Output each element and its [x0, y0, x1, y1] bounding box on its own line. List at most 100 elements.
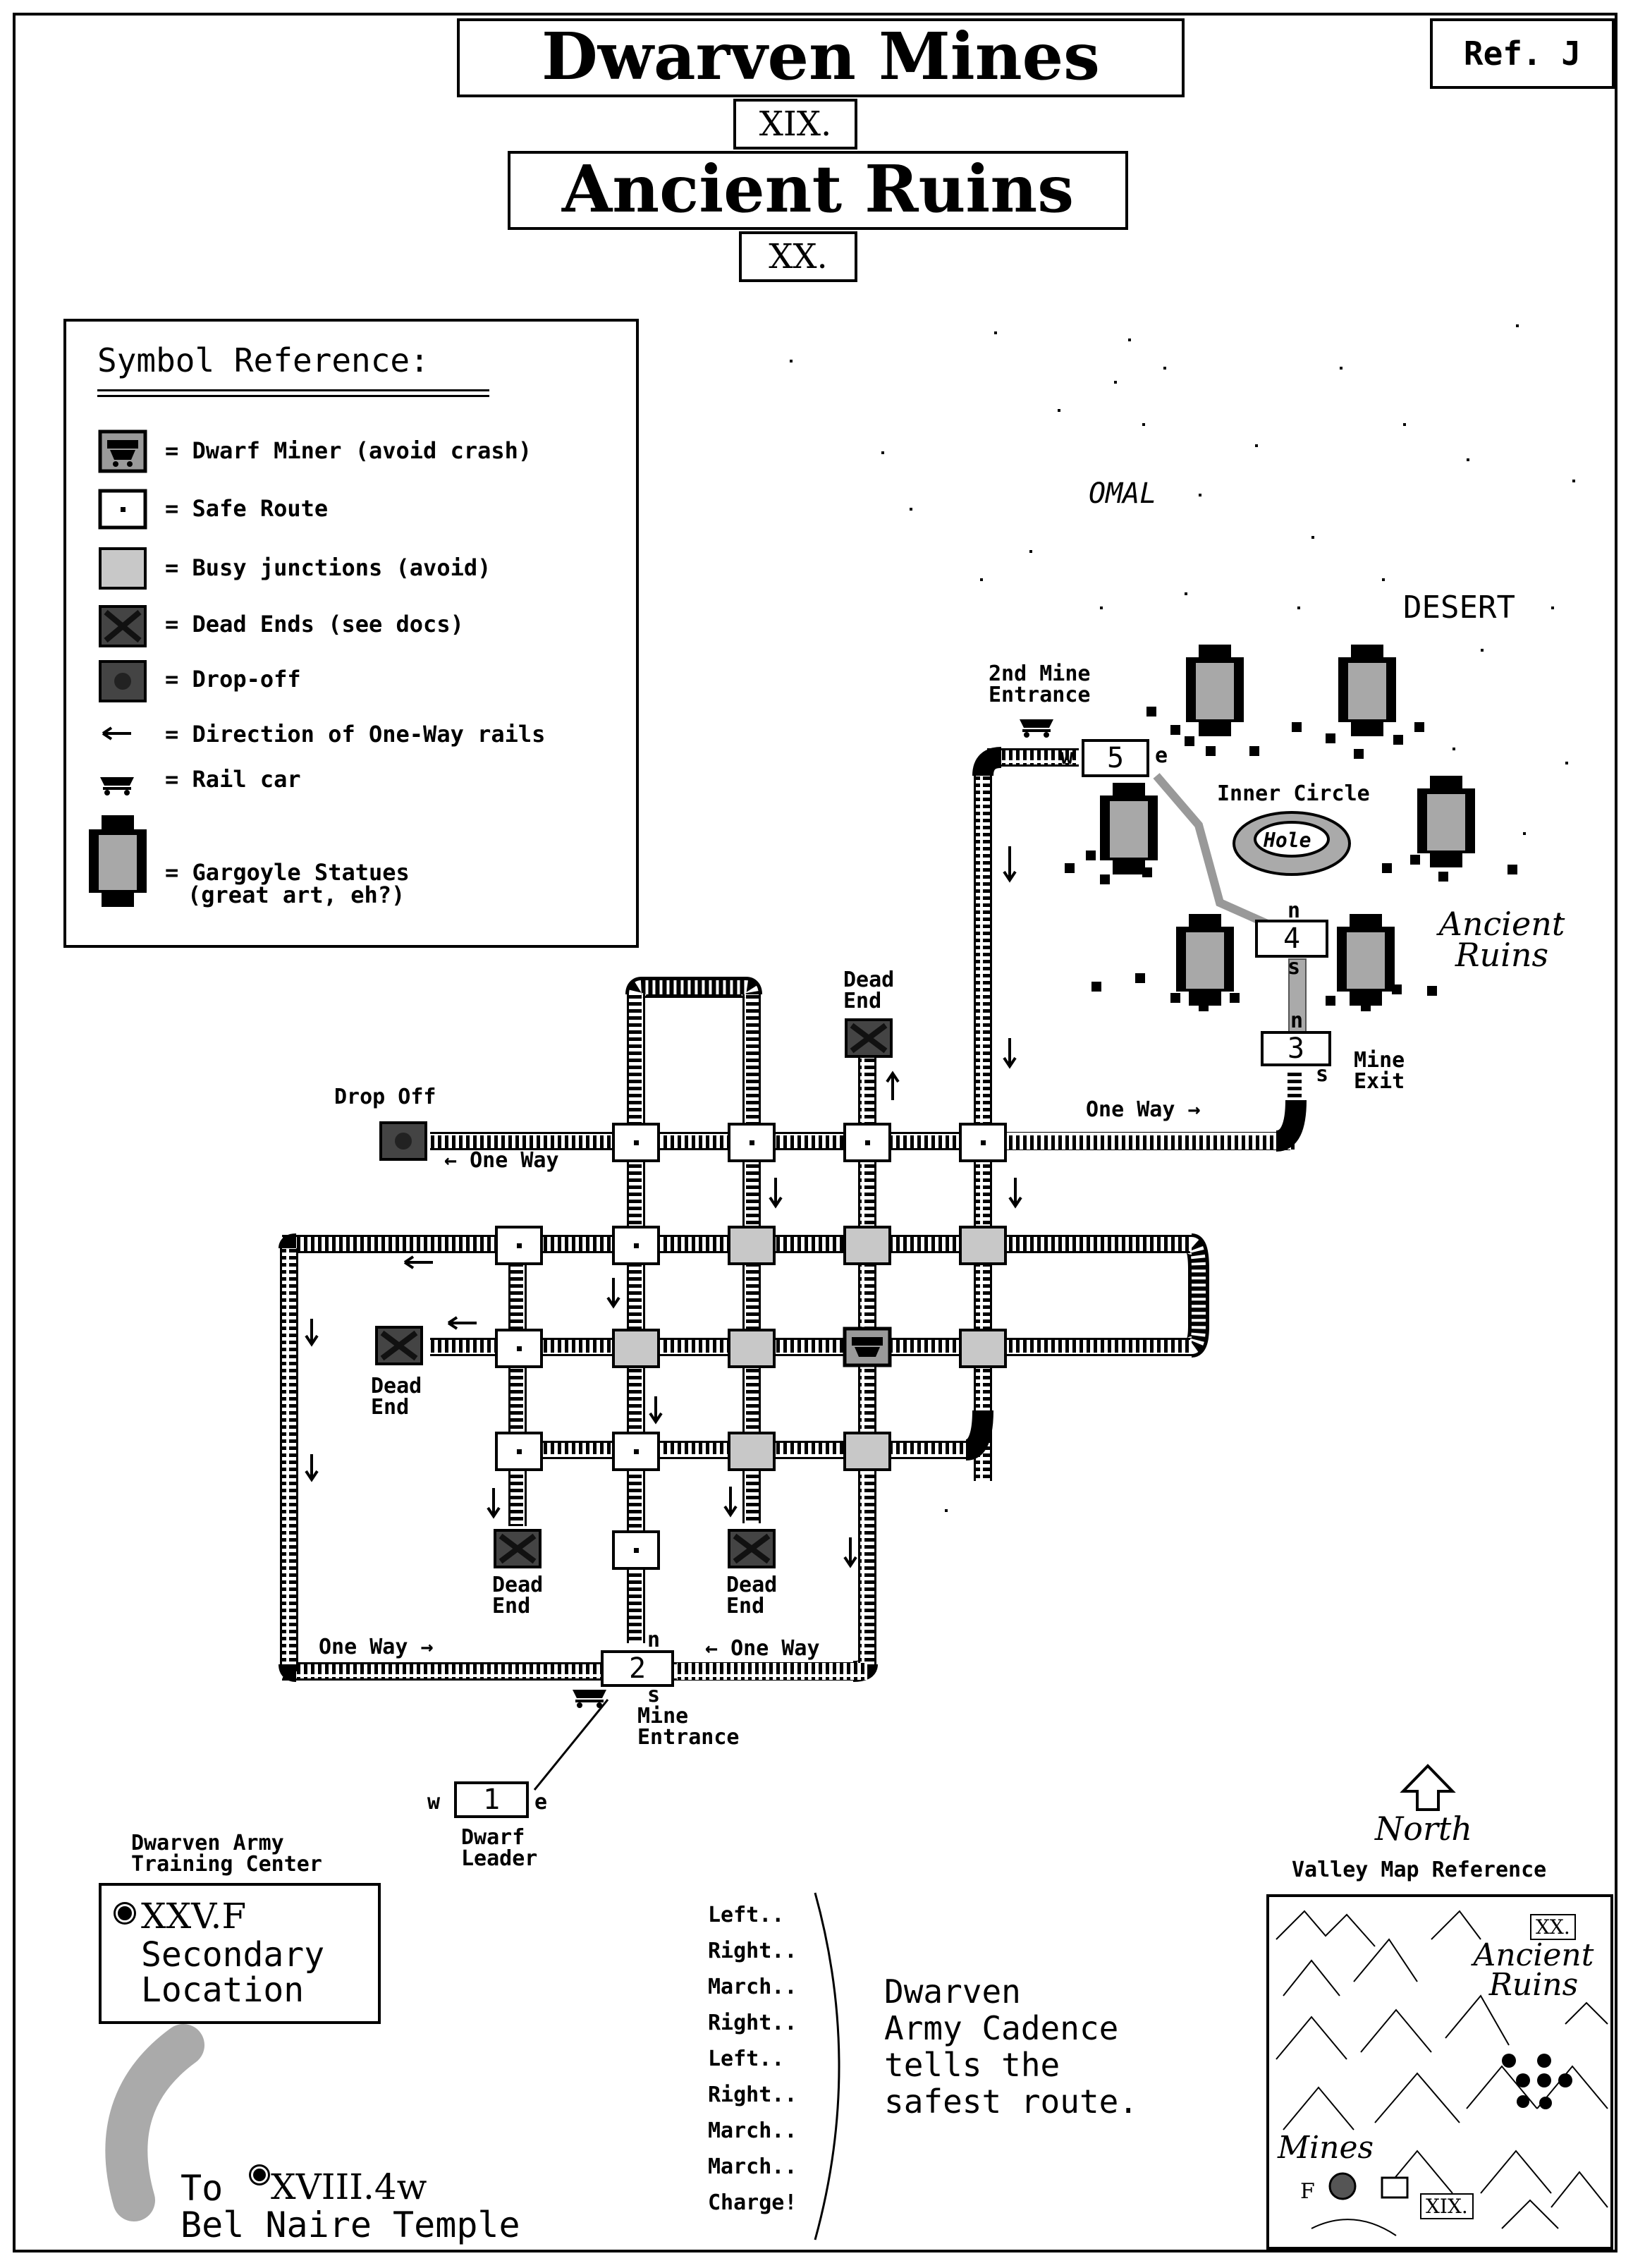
station-4: 4 [1255, 920, 1328, 958]
busy-junction [728, 1226, 776, 1265]
cadence-step: Right.. [708, 2011, 797, 2035]
title-box-ruins [508, 151, 1128, 230]
temple-marker-icon [251, 2166, 268, 2183]
dir-e-5: e [1155, 743, 1168, 768]
secondary-line3: Location [141, 1970, 305, 2010]
valley-mountains [1276, 1910, 1608, 2236]
dwarf-miner-icon [98, 429, 147, 473]
junction-dot [634, 1140, 639, 1145]
rail-car-icon [573, 1690, 606, 1708]
valley-heading: Valley Map Reference [1292, 1858, 1547, 1882]
place-ancient-ruins: Ancient Ruins [1438, 905, 1565, 974]
drop-off-icon [379, 1121, 427, 1161]
label-dead-end-left-1: Dead [371, 1374, 422, 1398]
one-way-arrows [305, 846, 1022, 1568]
label-2nd-mine-1: 2nd Mine [989, 662, 1091, 686]
valley-xx-box: XX. [1530, 1914, 1576, 1940]
secondary-line2: Secondary [141, 1935, 325, 1975]
location-marker-icon [116, 1904, 134, 1922]
title-ruins: Ancient Ruins [561, 151, 1075, 227]
label-2nd-mine-2: Entrance [989, 683, 1091, 707]
one-way-arrow-icon [102, 726, 131, 740]
ref-label: Ref. J [1463, 35, 1582, 73]
safe-route-junction [495, 1329, 543, 1368]
station-3: 3 [1261, 1031, 1331, 1066]
label-dead-end-b1-2: End [492, 1594, 531, 1618]
label-mine-exit-1: Mine [1354, 1048, 1405, 1073]
legend-text-oneway: = Direction of One-Way rails [165, 721, 546, 748]
label-mine-entrance-1: Mine [637, 1704, 689, 1729]
place-hole: Hole [1264, 829, 1311, 852]
desert-stipple [790, 324, 1575, 1512]
dir-w-1: w [427, 1790, 441, 1815]
legend-text-gargoyle-2: (great art, eh?) [188, 882, 405, 908]
legend-text-drop: = Drop-off [165, 666, 301, 693]
dir-n-2: n [647, 1628, 661, 1652]
valley-ruins: Ancient Ruins [1473, 1937, 1594, 2003]
legend-heading: Symbol Reference: [97, 341, 429, 379]
legend-text-gargoyle: = Gargoyle Statues [165, 859, 410, 886]
cadence-step: Left.. [708, 1903, 785, 1927]
label-one-way-left: ← One Way [444, 1148, 559, 1173]
junction-dot [865, 1140, 870, 1145]
cadence-bracket [814, 1892, 840, 2240]
station-1: 1 [454, 1781, 529, 1818]
label-one-way-exit: One Way → [1086, 1097, 1201, 1122]
busy-junction [612, 1329, 660, 1368]
rail-tracks [279, 747, 1307, 1682]
title-mines: Dwarven Mines [542, 18, 1100, 94]
dead-ends [375, 1018, 893, 1568]
secondary-line1: XXV.F [141, 1896, 247, 1937]
cadence-step: March.. [708, 1975, 797, 1999]
legend-heading-underline [97, 389, 489, 397]
temple-to: To [181, 2168, 224, 2209]
label-dwarf-leader-1: Dwarf [461, 1825, 525, 1850]
dir-s-4: s [1288, 955, 1301, 980]
dir-s-2: s [647, 1683, 661, 1707]
junction-dot [634, 1243, 639, 1248]
junction-dot [517, 1346, 522, 1351]
dead-end-icon [99, 605, 147, 647]
cadence-step: Left.. [708, 2047, 785, 2071]
label-xix: XIX. [759, 104, 832, 144]
ruins-path [1288, 958, 1307, 1037]
junction-dot [750, 1140, 754, 1145]
junctions [495, 1123, 1007, 1570]
label-training-2: Training Center [131, 1852, 322, 1877]
secondary-location-box: XXV.F Secondary Location [99, 1883, 381, 2024]
label-dead-end-b2-2: End [726, 1594, 765, 1618]
compass-north: North [1375, 1810, 1473, 1848]
gargoyle-statues [1065, 645, 1517, 1011]
cadence-note: Dwarven Army Cadence tells the safest ro… [884, 1973, 1139, 2121]
title-box-mines [457, 18, 1185, 97]
legend-icons [89, 429, 147, 907]
valley-map-box: XX. Ancient Ruins Mines F XIX. [1266, 1894, 1613, 2250]
dwarf-miner-icon [843, 1327, 892, 1367]
junction-dot [517, 1449, 522, 1454]
cadence-step: Right.. [708, 1939, 797, 1963]
place-omal: OMAL [1089, 477, 1157, 510]
valley-xix-box: XIX. [1420, 2193, 1474, 2219]
legend-text-miner: = Dwarf Miner (avoid crash) [165, 437, 532, 464]
label-mine-entrance-2: Entrance [637, 1725, 740, 1750]
label-one-way-bottom-left: One Way → [319, 1635, 434, 1659]
busy-junction [728, 1432, 776, 1471]
junction-dot [634, 1449, 639, 1454]
place-desert: DESERT [1403, 590, 1515, 626]
legend-text-dead: = Dead Ends (see docs) [165, 611, 464, 638]
cadence-step: Charge! [708, 2190, 797, 2215]
drop-off-icon [99, 660, 147, 702]
label-dead-end-top-1: Dead [843, 968, 895, 992]
label-dead-end-left-2: End [371, 1395, 410, 1420]
dir-s-3: s [1316, 1062, 1329, 1087]
temple-name: Bel Naire Temple [181, 2205, 520, 2245]
label-training-1: Dwarven Army [131, 1831, 284, 1855]
leader-line [533, 1699, 609, 1791]
label-dead-end-top-2: End [843, 989, 882, 1013]
busy-junction [843, 1226, 891, 1265]
rail-car-icon [1020, 719, 1053, 738]
label-box-xx [739, 231, 857, 282]
gargoyle-statue-icon [89, 815, 147, 907]
label-drop-off: Drop Off [334, 1085, 436, 1109]
